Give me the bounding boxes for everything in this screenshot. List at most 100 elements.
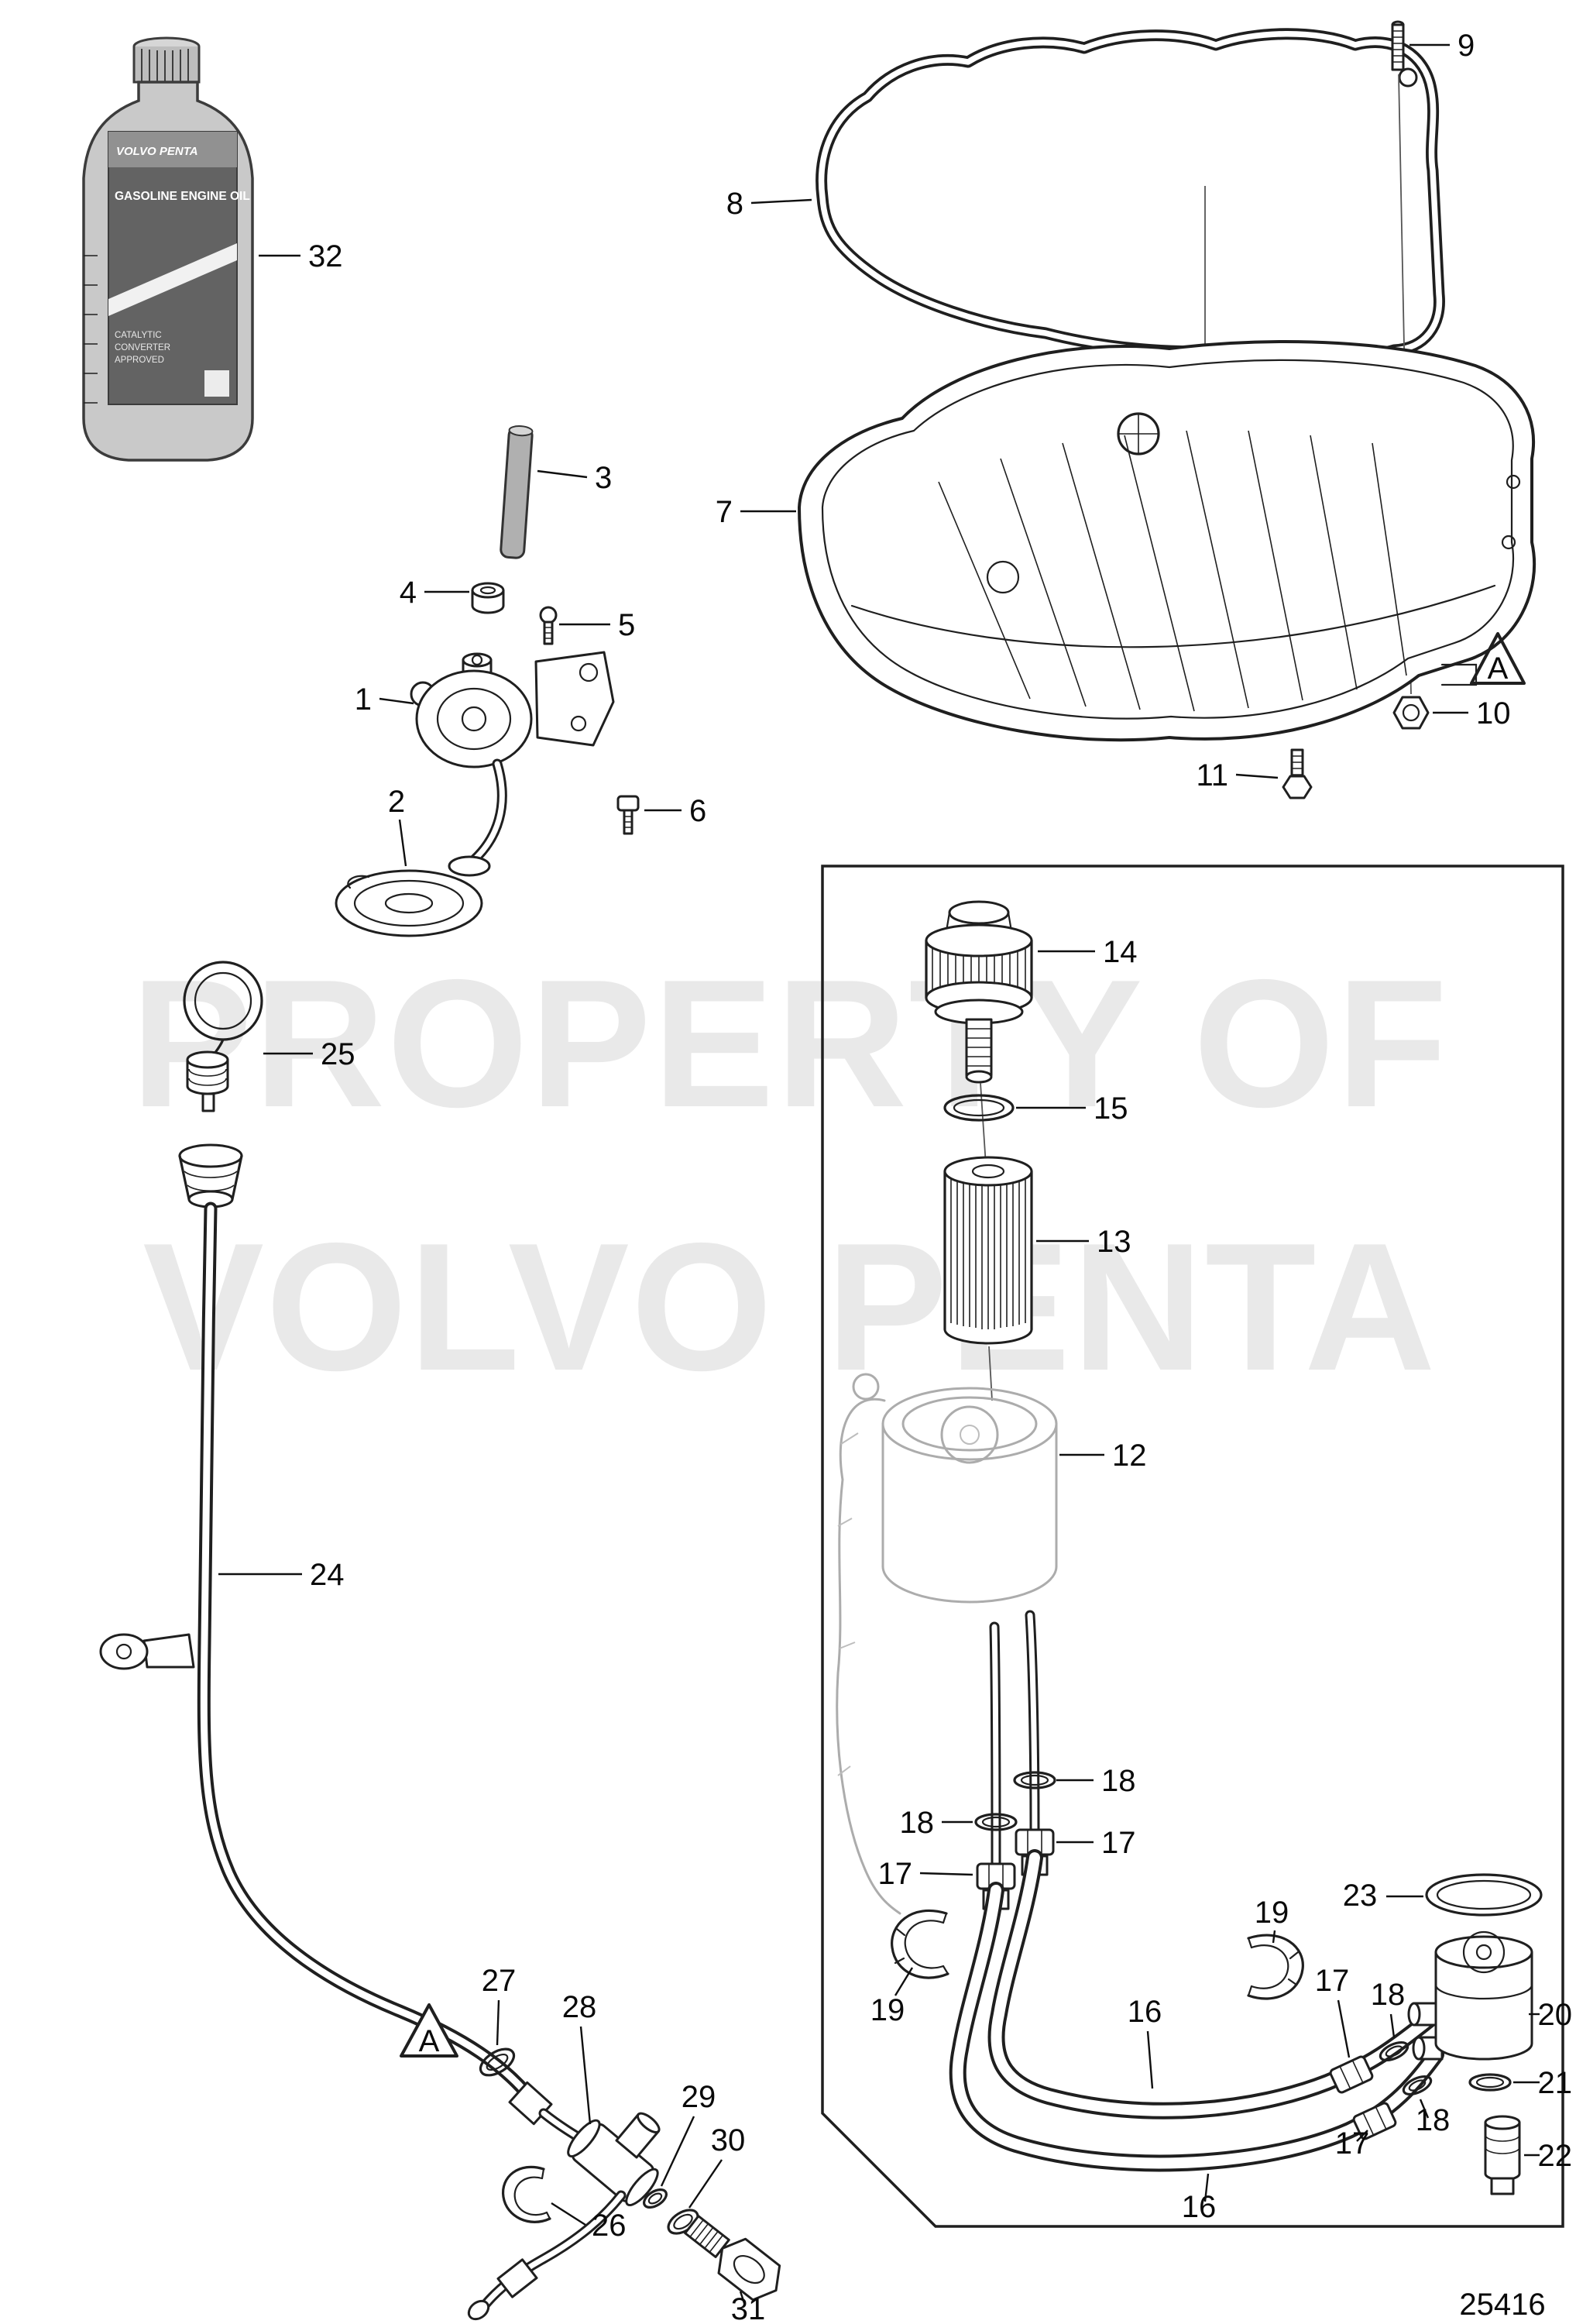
callout-17-b: 17 [878,1857,973,1891]
bottle-label-slash [108,243,237,316]
suction-tube-3 [500,425,534,559]
callout-12-label: 12 [1112,1439,1147,1473]
callout-16-b-label: 16 [1182,2190,1217,2224]
callout-32: 32 [259,239,343,273]
callout-29-label: 29 [682,2080,716,2114]
callout-2-label: 2 [388,785,405,819]
callout-19-left-label: 19 [870,1993,905,2027]
callout-20-label: 20 [1538,1998,1573,2032]
callout-13: 13 [1036,1225,1131,1259]
callouts: 32 3 4 5 1 2 6 8 9 7 10 11 14 15 13 12 1… [218,29,1572,2324]
bottle-approval-2: CONVERTER [115,343,170,352]
view-marker-letter-left: A [419,2024,440,2058]
watermark-line1: PROPERTY OF [131,941,1449,1145]
callout-7-label: 7 [716,495,733,529]
callout-18-a: 18 [1056,1764,1136,1798]
oil-pump-1 [410,651,615,877]
callout-31-label: 31 [731,2292,766,2324]
o-ring-18-a [1013,1771,1056,1789]
callout-15: 15 [1016,1092,1128,1126]
callout-17-c: 17 [1315,1964,1351,2058]
callout-17-b-label: 17 [878,1857,913,1891]
oil-strainer-2 [335,869,483,937]
callout-12: 12 [1059,1439,1147,1473]
callout-20: 20 [1529,1998,1572,2032]
callout-16-a-label: 16 [1128,1995,1162,2029]
callout-22-label: 22 [1538,2139,1573,2173]
callout-17-a: 17 [1056,1826,1136,1860]
bushing-4 [471,582,505,614]
washer-29 [643,2188,668,2209]
callout-15-label: 15 [1094,1092,1128,1126]
dipstick-25 [183,961,263,1112]
bolt-11 [1282,748,1313,799]
filter-housing-12 [836,1373,1058,1915]
callout-11: 11 [1196,758,1279,792]
clip-26 [502,2165,551,2223]
callout-16-a: 16 [1128,1995,1162,2089]
callout-3: 3 [537,461,612,495]
callout-2: 2 [388,785,407,867]
callout-16-b: 16 [1182,2173,1217,2224]
callout-5: 5 [559,608,635,642]
drain-plug-31 [684,2215,781,2302]
callout-27-label: 27 [482,1964,517,1998]
callout-22: 22 [1524,2139,1572,2173]
callout-9: 9 [1409,29,1475,63]
callout-23-label: 23 [1343,1879,1378,1913]
bottle-title-text: GASOLINE ENGINE OIL [115,190,250,203]
callout-26-label: 26 [592,2209,627,2243]
callout-9-label: 9 [1458,29,1475,63]
callout-18-c-label: 18 [1371,1978,1406,2012]
callout-23: 23 [1343,1879,1423,1913]
callout-17-c-label: 17 [1315,1964,1350,1998]
view-marker-triangle-right: A [1470,632,1526,686]
callout-5-label: 5 [618,608,635,642]
callout-26: 26 [551,2202,627,2243]
callout-28: 28 [562,1990,597,2125]
bottle-approval-1: CATALYTIC [115,331,162,340]
callout-14-label: 14 [1103,935,1138,969]
callout-30: 30 [688,2123,745,2209]
plug-22 [1484,2115,1521,2195]
callout-18-c: 18 [1371,1978,1406,2038]
o-ring-18-d [1402,2075,1433,2096]
o-ring-27 [479,2047,516,2077]
callout-10-label: 10 [1476,696,1511,731]
callout-29: 29 [660,2080,716,2187]
oil-filter-element-13 [943,1156,1033,1345]
diagram-part-number: 25416 [1459,2288,1545,2322]
callout-17-a-label: 17 [1101,1826,1136,1860]
oil-pan-7 [798,340,1537,742]
callout-4: 4 [400,576,469,610]
callout-13-label: 13 [1097,1225,1131,1259]
callout-31: 31 [731,2291,766,2324]
callout-11-label: 11 [1196,758,1228,792]
callout-32-label: 32 [308,239,343,273]
bottle-label-box [204,370,229,397]
callout-28-label: 28 [562,1990,597,2024]
retaining-clip-19-left [891,1909,949,1979]
bottle-brand-text: VOLVO PENTA [116,145,198,158]
callout-6-label: 6 [689,794,706,828]
callout-19-right: 19 [1255,1896,1289,1944]
fitting-17-c [1329,2055,1374,2094]
callout-18-b-label: 18 [900,1806,935,1840]
callout-8: 8 [726,187,812,221]
oil-filter-cap-14 [925,900,1033,1401]
o-ring-21 [1468,2073,1512,2092]
callout-19-left: 19 [870,1967,914,2027]
o-ring-18-c [1379,2040,1409,2062]
callout-24-label: 24 [310,1558,345,1592]
retaining-clip-19-right [1247,1934,1304,2000]
callout-17-d: 17 [1335,2126,1370,2161]
callout-17-d-label: 17 [1335,2126,1370,2161]
callout-10: 10 [1433,696,1511,731]
callout-3-label: 3 [595,461,612,495]
callout-1-label: 1 [355,682,372,717]
callout-14: 14 [1038,935,1138,969]
screw-6 [616,795,640,835]
callout-24: 24 [218,1558,345,1592]
